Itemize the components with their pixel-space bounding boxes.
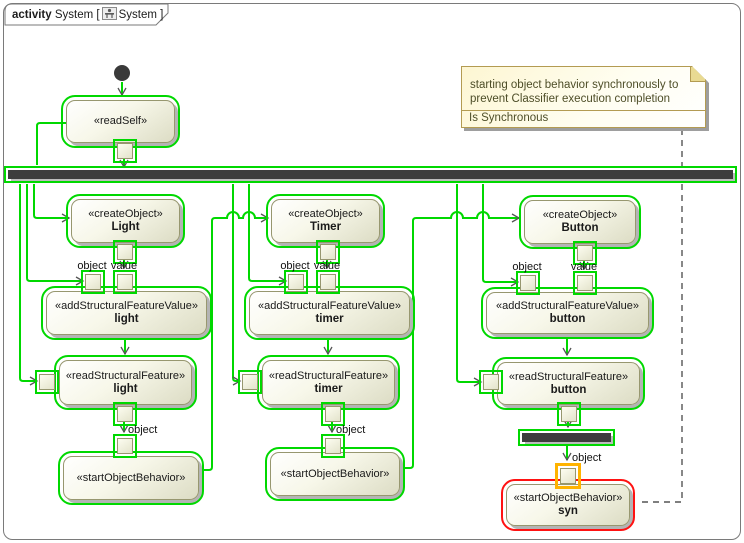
note-body-text: starting object behavior synchronously t… xyxy=(470,79,679,105)
pin-label-object: object xyxy=(512,261,542,273)
input-pin-read-light-object[interactable] xyxy=(35,370,59,394)
flow-readself-left-to-fork[interactable] xyxy=(36,122,66,165)
pin-label-object: object xyxy=(77,260,107,272)
join-bar[interactable] xyxy=(518,429,615,446)
diagram-header-tab[interactable] xyxy=(4,3,169,26)
diagram-header[interactable]: activity System [System ] xyxy=(12,7,164,21)
input-pin-read-button-object[interactable] xyxy=(479,370,503,394)
output-pin-create-button-result[interactable] xyxy=(573,241,597,265)
pin-label-object: object xyxy=(280,260,310,272)
input-pin-add-button-object[interactable] xyxy=(516,271,540,295)
input-pin-add-light-object[interactable] xyxy=(81,270,105,294)
action-add-timer[interactable]: «addStructuralFeatureValue» timer xyxy=(244,286,415,340)
output-pin-create-light-result[interactable] xyxy=(113,240,137,264)
action-read-light[interactable]: «readStructuralFeature» light xyxy=(54,355,197,410)
action-start-timer[interactable]: «startObjectBehavior» xyxy=(265,447,405,501)
output-pin-readself-result[interactable] xyxy=(113,139,137,163)
flow-start-light-to-create-timer[interactable] xyxy=(197,211,270,471)
pin-label-value: value xyxy=(313,260,341,272)
input-pin-add-timer-value[interactable] xyxy=(316,270,340,294)
header-activity-name: System xyxy=(54,9,94,21)
action-start-syn[interactable]: «startObjectBehavior» syn xyxy=(501,479,635,531)
header-keyword: activity xyxy=(12,9,52,21)
action-create-light[interactable]: «createObject» Light xyxy=(66,194,185,248)
activity-diagram-icon xyxy=(101,7,117,20)
input-pin-add-button-value[interactable] xyxy=(573,271,597,295)
input-pin-start-light-object[interactable] xyxy=(113,434,137,458)
action-read-timer[interactable]: «readStructuralFeature» timer xyxy=(257,355,400,410)
input-pin-start-timer-object[interactable] xyxy=(321,434,345,458)
output-pin-read-timer-result[interactable] xyxy=(321,402,345,426)
action-add-button[interactable]: «addStructuralFeatureValue» button xyxy=(481,287,654,339)
initial-node[interactable] xyxy=(114,65,130,81)
output-pin-read-button-result[interactable] xyxy=(557,402,581,426)
note-anchor-line[interactable] xyxy=(637,129,683,503)
pin-label-object: object xyxy=(572,452,602,464)
fork-bar[interactable] xyxy=(4,166,737,183)
action-read-button[interactable]: «readStructuralFeature» button xyxy=(492,357,645,410)
comment-note[interactable]: starting object behavior synchronously t… xyxy=(461,66,706,128)
pin-label-value: value xyxy=(570,261,598,273)
pin-label-object: object xyxy=(128,424,158,436)
action-create-timer[interactable]: «createObject» Timer xyxy=(266,194,385,248)
pin-label-value: value xyxy=(110,260,138,272)
diagram-frame xyxy=(3,3,741,540)
flow-start-timer-to-create-button[interactable] xyxy=(398,211,521,469)
action-add-light[interactable]: «addStructuralFeatureValue» light xyxy=(41,286,212,340)
flow-fork-to-add-timer-object[interactable] xyxy=(248,184,288,286)
flow-fork-to-add-light-object[interactable] xyxy=(26,184,85,286)
input-pin-add-light-value[interactable] xyxy=(113,270,137,294)
input-pin-start-syn-object[interactable] xyxy=(555,463,581,489)
action-read-self[interactable]: «readSelf» xyxy=(61,95,180,148)
flow-fork-to-read-light-pin[interactable] xyxy=(19,184,39,386)
output-pin-create-timer-result[interactable] xyxy=(316,240,340,264)
action-create-button[interactable]: «createObject» Button xyxy=(519,195,641,249)
flow-fork-to-read-timer-pin[interactable] xyxy=(232,184,242,386)
flow-fork-to-read-button-pin[interactable] xyxy=(456,184,483,387)
input-pin-add-timer-object[interactable] xyxy=(284,270,308,294)
pin-label-object: object xyxy=(336,424,366,436)
action-start-light[interactable]: «startObjectBehavior» xyxy=(58,451,204,505)
output-pin-read-light-result[interactable] xyxy=(113,402,137,426)
flow-fork-to-create-light[interactable] xyxy=(33,184,71,223)
input-pin-read-timer-object[interactable] xyxy=(238,370,262,394)
note-property: Is Synchronous xyxy=(462,110,705,127)
flow-fork-to-add-button-object[interactable] xyxy=(482,184,520,287)
